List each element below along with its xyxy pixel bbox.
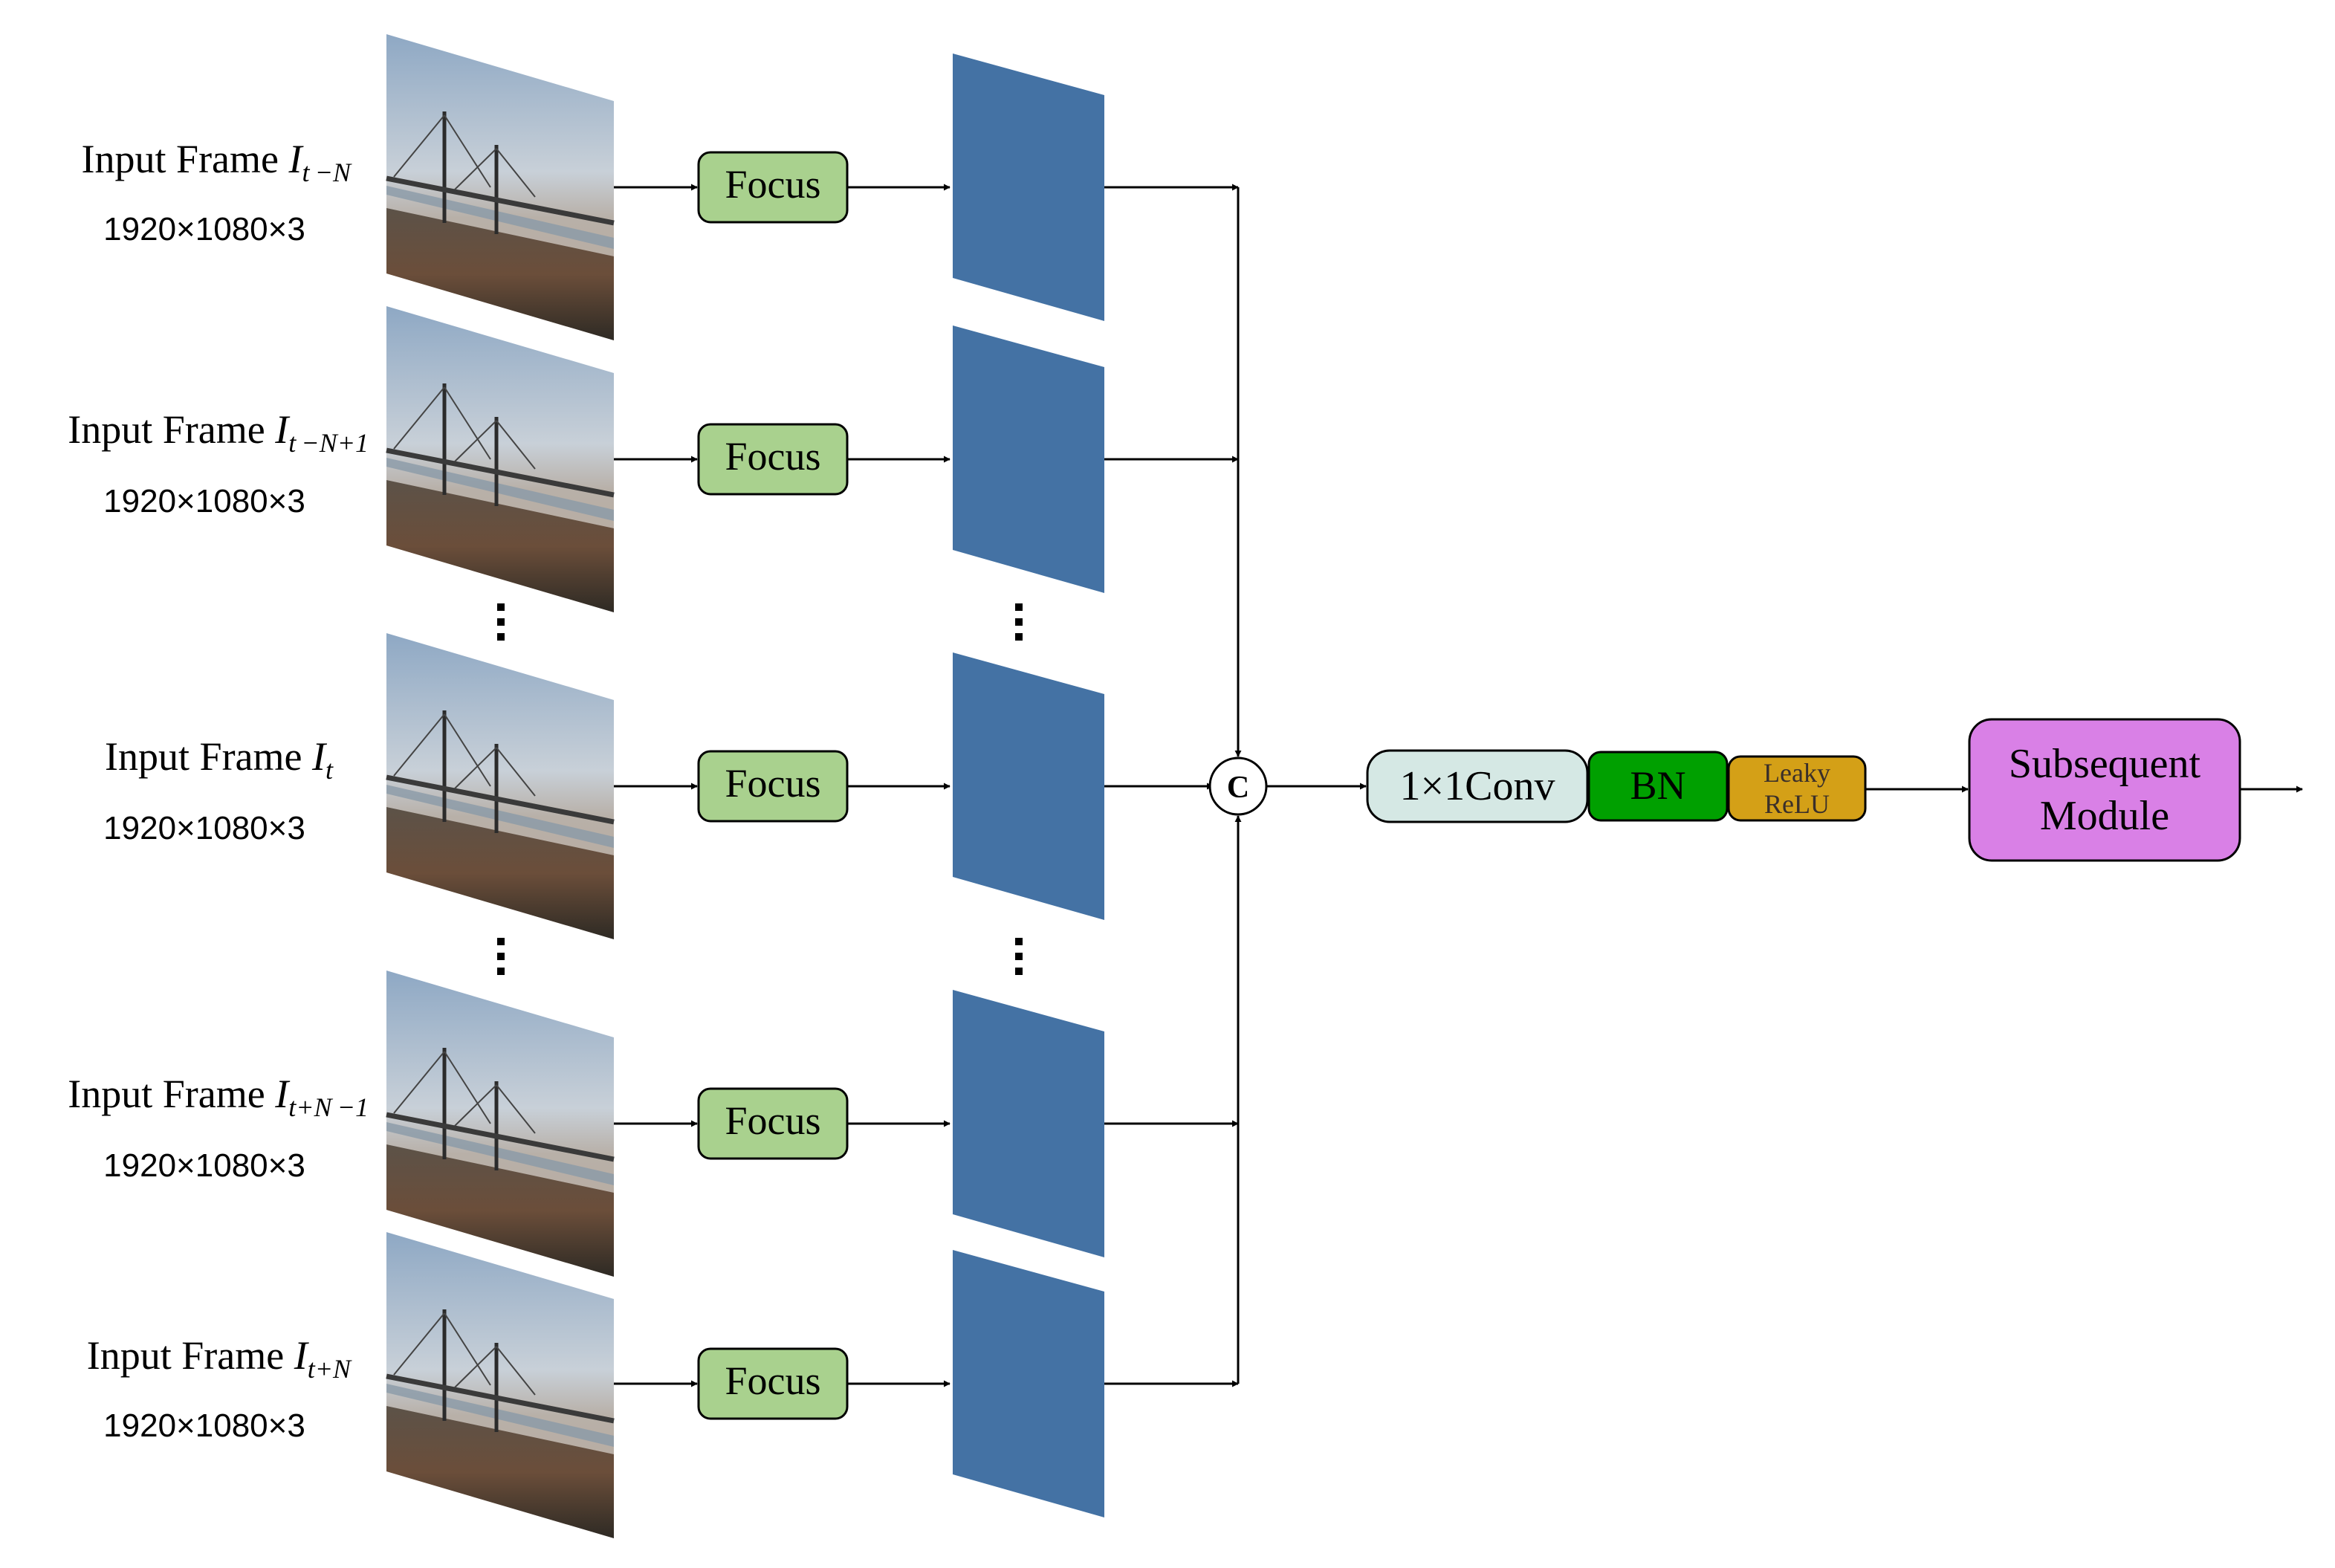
focus-box-3: Focus — [697, 750, 849, 823]
frame-row-4: Input Frame It+N −1 1920×1080×3 Focus — [68, 971, 1239, 1277]
feature-map-3 — [953, 652, 1104, 920]
frame-row-5: Input Frame It+N 1920×1080×3 Focus — [87, 1232, 1239, 1538]
svg-text:1×1Conv: 1×1Conv — [1400, 763, 1555, 809]
svg-text:Subsequent: Subsequent — [2009, 741, 2201, 787]
feature-map-1 — [953, 54, 1104, 321]
ellipsis-frames-upper — [497, 603, 505, 641]
focus-box-5: Focus — [697, 1347, 849, 1420]
feature-map-5 — [953, 1250, 1104, 1517]
frame-label-2: Input Frame It −N+1 — [68, 407, 369, 458]
conv-block: 1×1Conv — [1366, 749, 1589, 823]
svg-text:Module: Module — [2040, 793, 2169, 839]
frame-label-5: Input Frame It+N — [87, 1333, 352, 1384]
frame-label-3: Input Frame It — [105, 734, 334, 785]
subsequent-module: Subsequent Module — [1968, 718, 2241, 862]
input-frame-image-2 — [386, 306, 615, 612]
ellipsis-features-upper — [1015, 603, 1023, 641]
frame-label-1: Input Frame It −N — [82, 137, 352, 187]
svg-text:ReLU: ReLU — [1764, 789, 1830, 819]
svg-text:Leaky: Leaky — [1764, 758, 1830, 788]
bn-block: BN — [1587, 751, 1729, 822]
focus-box-1: Focus — [697, 151, 849, 224]
focus-box-4: Focus — [697, 1087, 849, 1160]
feature-map-4 — [953, 990, 1104, 1257]
svg-text:Focus: Focus — [725, 162, 820, 207]
frame-dims-2: 1920×1080×3 — [103, 483, 305, 519]
svg-text:BN: BN — [1630, 763, 1685, 808]
frame-dims-5: 1920×1080×3 — [103, 1407, 305, 1444]
frame-row-1: Input Frame It −N 1920×1080×3 Focus — [82, 34, 1239, 340]
ellipsis-frames-lower — [497, 938, 505, 975]
feature-map-2 — [953, 325, 1104, 593]
svg-text:Focus: Focus — [725, 434, 820, 479]
frame-row-2: Input Frame It −N+1 1920×1080×3 Focus — [68, 306, 1239, 612]
svg-text:Focus: Focus — [725, 1098, 820, 1143]
frame-dims-4: 1920×1080×3 — [103, 1147, 305, 1184]
frame-dims-1: 1920×1080×3 — [103, 211, 305, 247]
input-frame-image-4 — [386, 971, 615, 1277]
frame-label-4: Input Frame It+N −1 — [68, 1072, 369, 1122]
svg-text:Focus: Focus — [725, 1358, 820, 1403]
input-frame-image-1 — [386, 34, 615, 340]
focus-box-2: Focus — [697, 423, 849, 496]
frame-dims-3: 1920×1080×3 — [103, 810, 305, 846]
leaky-relu-block: Leaky ReLU — [1727, 755, 1867, 822]
concat-node: C — [1208, 757, 1268, 816]
input-frame-image-5 — [386, 1232, 615, 1538]
input-frame-image-3 — [386, 633, 615, 939]
ellipsis-features-lower — [1015, 938, 1023, 975]
svg-text:Focus: Focus — [725, 761, 820, 806]
svg-text:C: C — [1227, 771, 1249, 805]
frame-row-3: Input Frame It 1920×1080×3 Focus — [103, 633, 1214, 939]
